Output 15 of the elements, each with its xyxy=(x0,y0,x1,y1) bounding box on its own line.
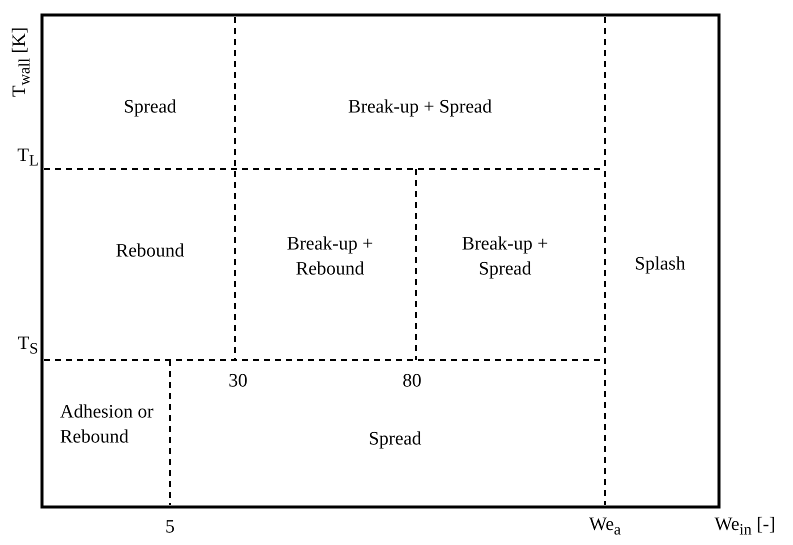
axis-tick-label: T$_{L}$ xyxy=(17,144,39,172)
region-label: Break-up + Spread xyxy=(460,232,550,281)
axis-title: We$_{in}$ [-] xyxy=(714,512,776,541)
tick-label: 80 xyxy=(402,370,422,394)
axis-tick-label: We$_{a}$ xyxy=(589,512,621,541)
axis-tick-label: 5 xyxy=(165,516,175,540)
region-label: Break-up + Rebound xyxy=(286,232,374,281)
region-label: Break-up + Spread xyxy=(348,96,492,120)
tick-label: 30 xyxy=(228,370,248,394)
region-label: Adhesion or Rebound xyxy=(60,400,154,449)
region-label: Rebound xyxy=(116,240,184,264)
region-label: Spread xyxy=(368,428,422,452)
region-label: Splash xyxy=(634,252,686,277)
axis-tick-label: T$_{S}$ xyxy=(18,332,38,360)
region-label: Spread xyxy=(124,96,176,120)
